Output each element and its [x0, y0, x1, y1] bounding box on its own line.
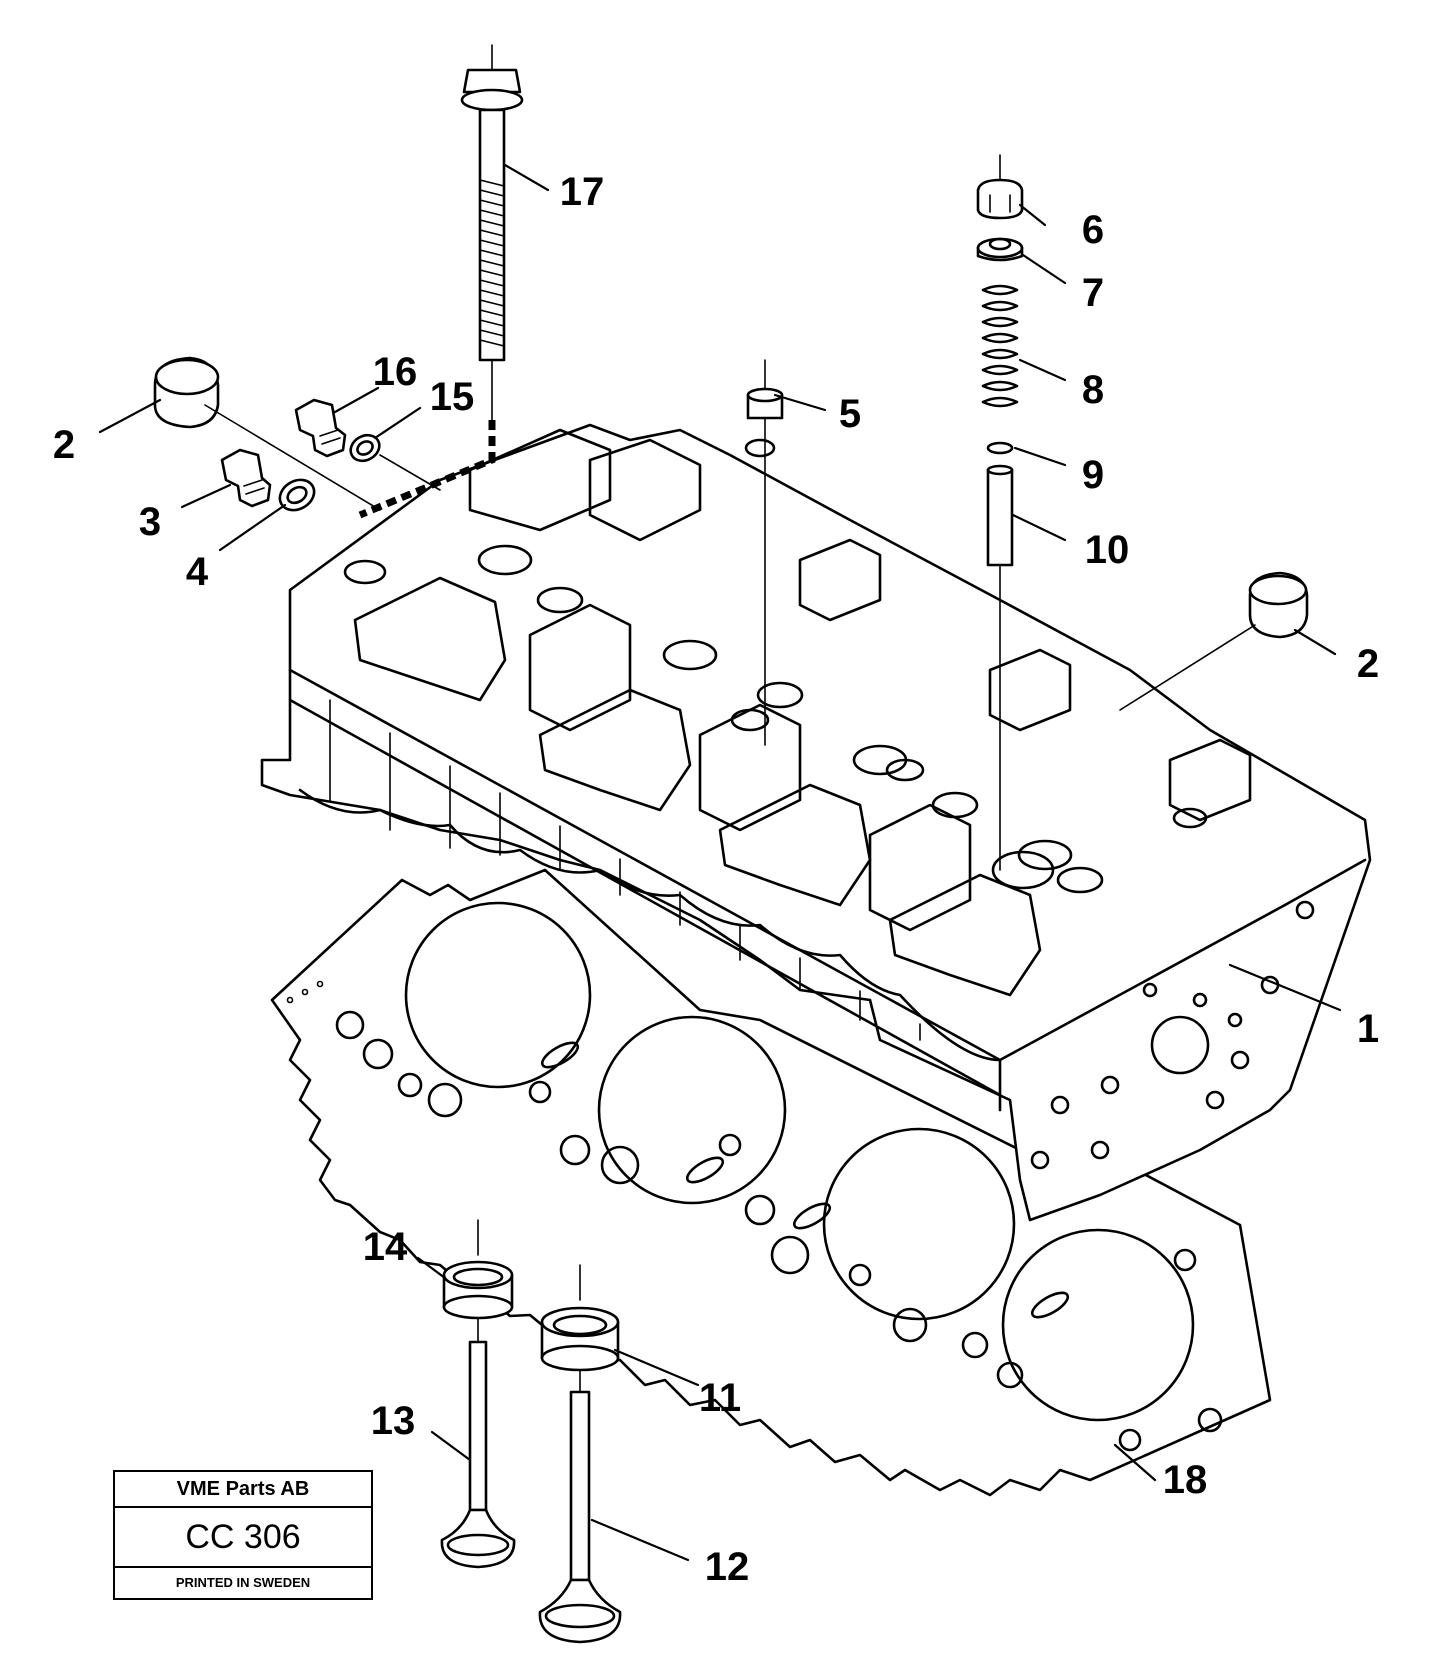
callout-3: 3 — [139, 500, 161, 544]
callout-4: 4 — [186, 550, 209, 594]
callout-5: 5 — [839, 392, 861, 436]
valve-12 — [538, 1369, 622, 1644]
printed-note: PRINTED IN SWEDEN — [175, 1575, 311, 1590]
head-bolt — [358, 44, 524, 519]
company-name: VME Parts AB — [115, 1472, 371, 1508]
cylinder-head — [260, 423, 1372, 1222]
callout-17: 17 — [560, 170, 605, 214]
callout-7: 7 — [1082, 271, 1104, 315]
callout-2-left: 2 — [53, 423, 75, 467]
callout-16: 16 — [373, 350, 418, 394]
sealing-washer-4 — [278, 478, 316, 512]
core-plug-left — [153, 356, 381, 511]
callout-13: 13 — [371, 1399, 416, 1443]
title-block: VME Parts AB CC 306 PRINTED IN SWEDEN — [113, 1470, 373, 1600]
callout-14: 14 — [363, 1225, 408, 1269]
plug-screw-16 — [294, 398, 347, 458]
drawing-code: CC 306 — [115, 1508, 371, 1568]
valve-train-stack — [976, 154, 1024, 871]
callout-11: 11 — [699, 1376, 741, 1420]
valve-13 — [440, 1317, 516, 1569]
leader-lines — [98, 163, 1342, 1562]
callout-18: 18 — [1163, 1458, 1208, 1502]
callout-9: 9 — [1082, 453, 1104, 497]
callout-10: 10 — [1085, 528, 1130, 572]
callout-6: 6 — [1082, 208, 1104, 252]
sealing-washer-15 — [349, 433, 381, 463]
valve-seal-5 — [746, 359, 784, 746]
callout-labels: 1 2 2 3 4 5 6 7 8 9 10 11 12 13 14 15 16… — [53, 170, 1379, 1589]
callout-2-right: 2 — [1357, 642, 1379, 686]
plug-screw-3 — [220, 448, 272, 508]
core-plug-right — [1119, 571, 1309, 711]
callout-8: 8 — [1082, 368, 1104, 412]
callout-1: 1 — [1357, 1007, 1379, 1051]
valve-seat-ring-11 — [540, 1264, 620, 1372]
callout-12: 12 — [705, 1545, 750, 1589]
valve-seat-ring-14 — [442, 1219, 514, 1320]
callout-15: 15 — [430, 375, 475, 419]
